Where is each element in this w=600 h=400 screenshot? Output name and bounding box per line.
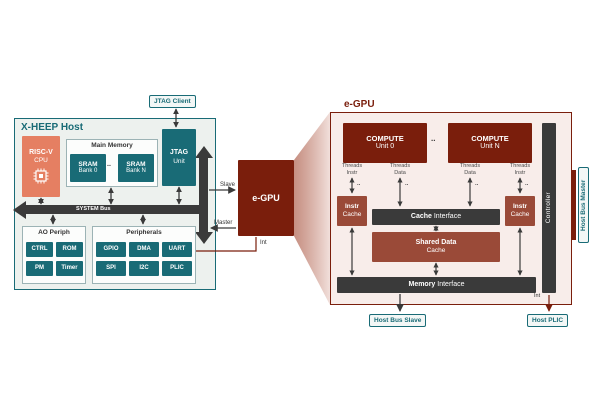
cpu-icon <box>33 168 49 184</box>
threads-dots-3: .. <box>475 181 479 187</box>
cpu-name: RISC-V <box>29 148 53 156</box>
instr-cache-left: Instr Cache <box>337 196 367 226</box>
peripherals-title: Peripherals <box>126 229 162 236</box>
cpu-sub: CPU <box>34 157 48 165</box>
int-label-host: Int <box>260 240 267 246</box>
jtag-client-badge: JTAG Client <box>149 95 196 108</box>
host-title: X-HEEP Host <box>21 122 84 133</box>
block-timer: Timer <box>56 261 83 276</box>
cache-interface-block: Cache Interface <box>372 209 500 225</box>
compute-units-dots: .. <box>431 134 436 143</box>
block-gpio: GPIO <box>96 242 126 257</box>
controller-block: Controller <box>542 123 556 293</box>
threads-dots-1: .. <box>357 181 361 187</box>
threads-dots-4: .. <box>525 181 529 187</box>
host-bus-master-badge: Host Bus Master <box>578 167 589 243</box>
int-label-egpu: Int <box>534 293 541 299</box>
block-rom: ROM <box>56 242 83 257</box>
host-plic-badge: Host PLIC <box>527 314 569 327</box>
zoom-fan-shape <box>294 112 330 305</box>
egpu-title: e-GPU <box>344 99 375 110</box>
block-spi: SPI <box>96 261 126 276</box>
instr-cache-right: Instr Cache <box>505 196 535 226</box>
memory-interface-block: Memory Interface <box>337 277 536 293</box>
system-bus: SYSTEM Bus <box>26 205 207 214</box>
vertical-bus <box>199 158 208 232</box>
compute-unit-0: COMPUTE Unit 0 <box>343 123 427 163</box>
master-label: Master <box>214 220 233 226</box>
sram-bank-0: SRAM Bank 0 <box>70 154 106 182</box>
shared-data-cache-block: Shared Data Cache <box>372 232 500 262</box>
threads-dots-2: .. <box>405 181 409 187</box>
host-bus-master-connector <box>571 170 576 240</box>
block-ctrl: CTRL <box>26 242 53 257</box>
block-plic: PLIC <box>162 261 192 276</box>
jtag-unit-block: JTAG Unit <box>162 129 196 186</box>
host-bus-slave-badge: Host Bus Slave <box>369 314 427 327</box>
sram-bank-n: SRAM Bank N <box>118 154 154 182</box>
block-i2c: I2C <box>129 261 159 276</box>
egpu-small-block: e-GPU <box>238 160 294 236</box>
system-bus-arrow-left <box>13 200 26 219</box>
main-memory-title: Main Memory <box>91 142 133 149</box>
sram-dots: .. <box>107 161 111 168</box>
ao-periph-title: AO Periph <box>38 229 70 236</box>
block-pm: PM <box>26 261 53 276</box>
vertical-bus-arrow-up <box>194 146 213 158</box>
vertical-bus-arrow-down <box>194 232 213 244</box>
block-uart: UART <box>162 242 192 257</box>
riscv-cpu-block: RISC-V CPU <box>22 136 60 197</box>
compute-unit-n: COMPUTE Unit N <box>448 123 532 163</box>
slave-label: Slave <box>220 182 236 188</box>
block-dma: DMA <box>129 242 159 257</box>
system-bus-label: SYSTEM Bus <box>76 206 111 212</box>
